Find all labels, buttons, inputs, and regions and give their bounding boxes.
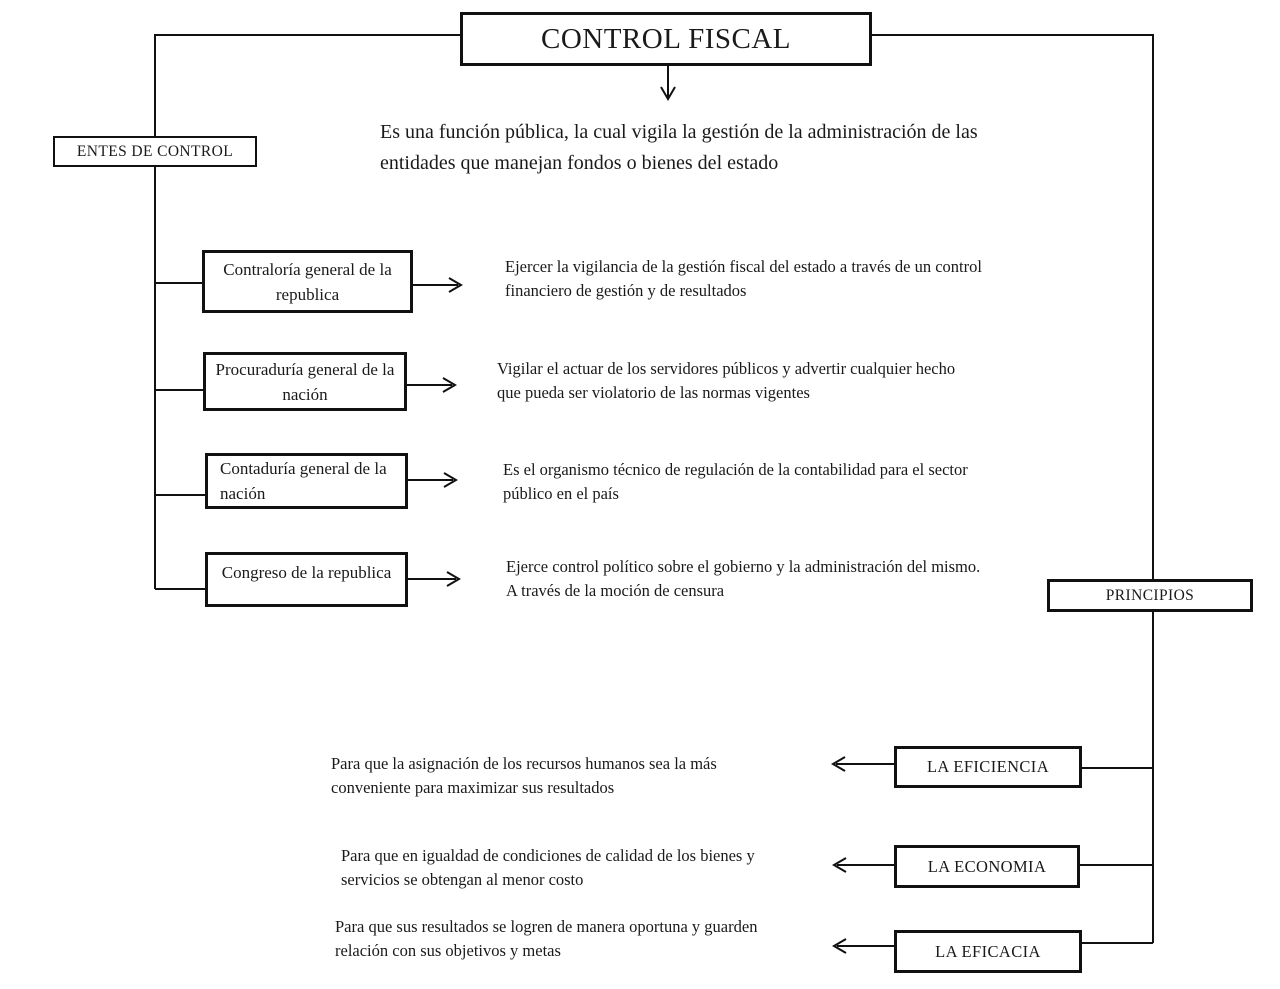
principle-box-eficacia: LA EFICACIA [894,930,1082,973]
entity-box-congreso: Congreso de la republica [205,552,408,607]
principle-box-eficiencia: LA EFICIENCIA [894,746,1082,788]
title-down-arrow [660,66,676,101]
principle-box-economia: LA ECONOMIA [894,845,1080,888]
entity-label: Contraloría general de la republica [223,259,392,304]
page-title: CONTROL FISCAL [540,22,792,55]
definition-text: Es una función pública, la cual vigila l… [380,121,978,174]
principle-label: LA EFICIENCIA [926,757,1050,776]
entes-de-control-label: ENTES DE CONTROL [76,142,234,160]
principle-label: LA ECONOMIA [927,856,1047,876]
entity-arrows [407,277,463,587]
principle-desc-eficacia: Para que sus resultados se logren de man… [335,917,758,960]
entity-box-contaduria: Contaduría general de la nación [205,453,408,509]
entity-desc-congreso: Ejerce control político sobre el gobiern… [506,557,981,600]
principle-label: LA EFICACIA [935,941,1041,961]
principios-box: PRINCIPIOS [1047,579,1253,612]
entity-label: Contaduría general de la nación [220,459,387,503]
entes-de-control-box: ENTES DE CONTROL [53,136,257,167]
principios-label: PRINCIPIOS [1105,586,1195,604]
entity-box-contraloria: Contraloría general de la republica [202,250,413,313]
principle-arrows [831,756,894,954]
principle-desc-economia: Para que en igualdad de condiciones de c… [341,846,755,889]
entity-desc-procuraduria: Vigilar el actuar de los servidores públ… [497,359,956,402]
entity-label: Procuraduría general de la nación [215,359,395,404]
principle-desc-eficiencia: Para que la asignación de los recursos h… [331,754,717,797]
right-branch-lines [872,34,1154,944]
title-box: CONTROL FISCAL [460,12,872,66]
entity-box-procuraduria: Procuraduría general de la nación [203,352,407,411]
left-branch-lines [154,34,460,590]
entity-label: Congreso de la republica [221,563,392,582]
entity-desc-contraloria: Ejercer la vigilancia de la gestión fisc… [505,257,982,300]
entity-desc-contaduria: Es el organismo técnico de regulación de… [503,460,968,503]
